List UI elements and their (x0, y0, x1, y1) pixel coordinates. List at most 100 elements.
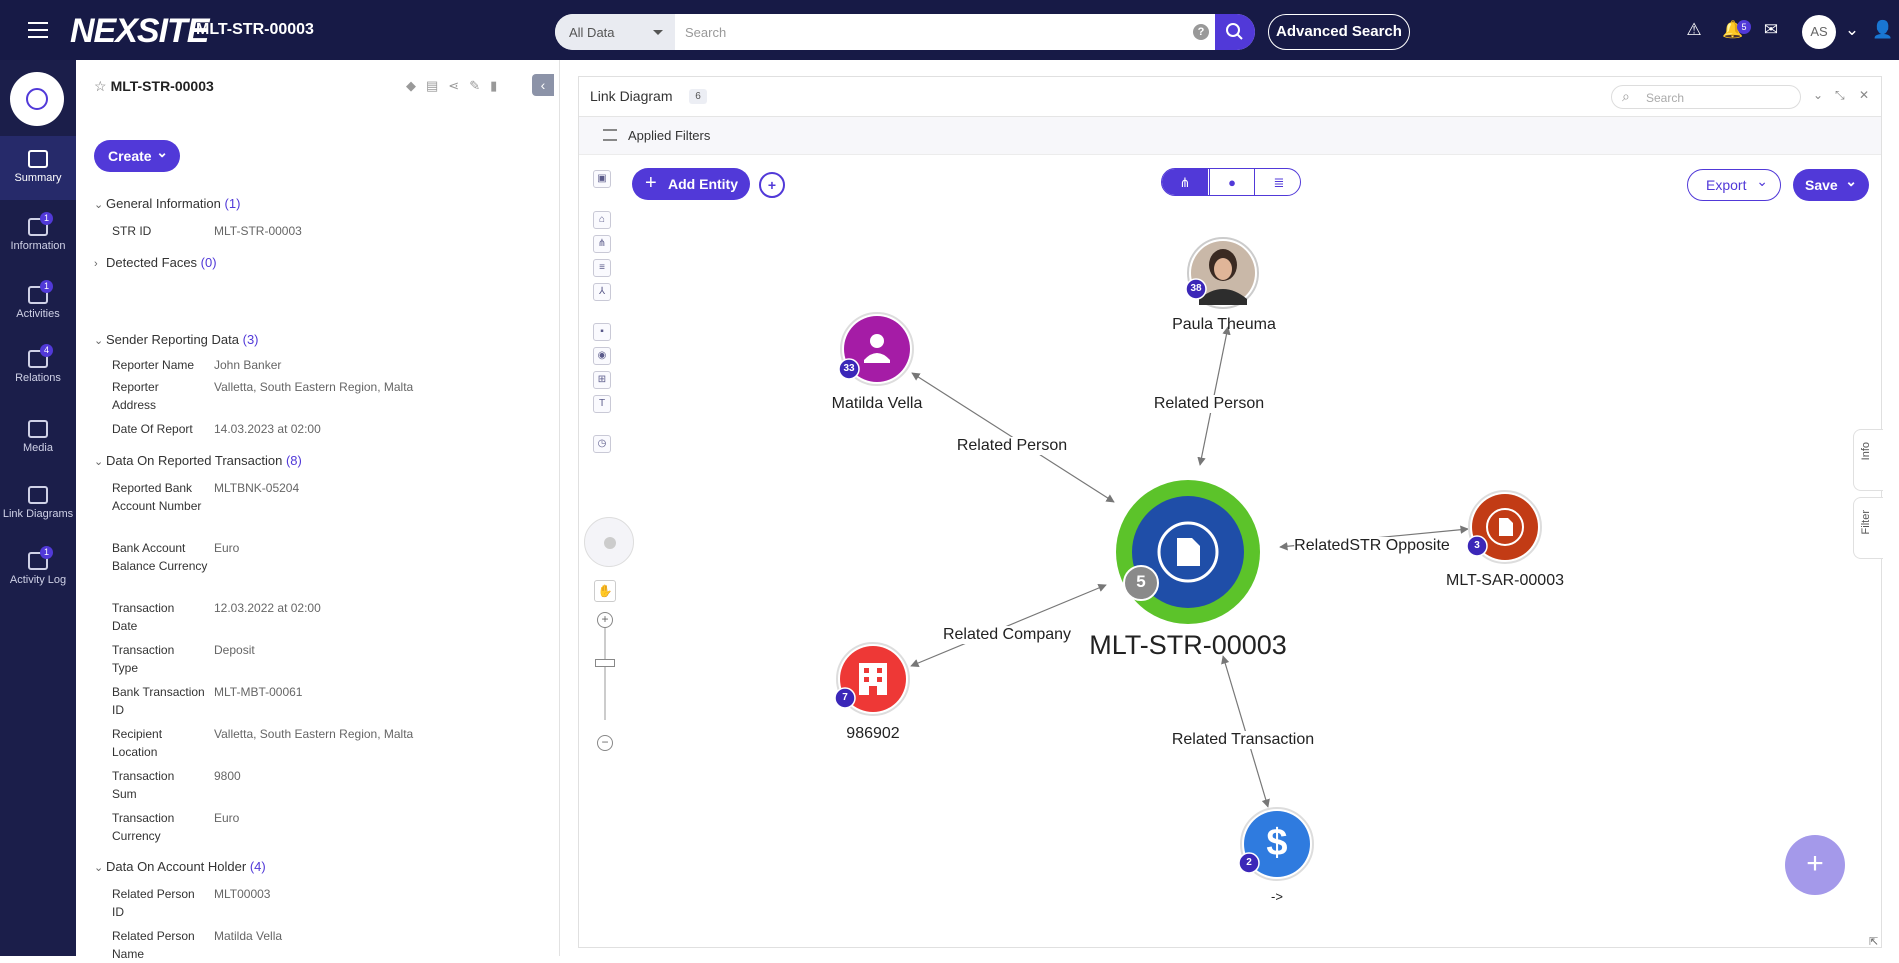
search-input[interactable] (685, 22, 1185, 42)
book-icon[interactable]: ▤ (426, 78, 449, 93)
minimize-icon[interactable]: ⤡ (1835, 88, 1845, 102)
chevron-down-icon[interactable]: ⌄ (1844, 20, 1860, 39)
node-badge: 33 (843, 363, 855, 374)
node-label: MLT-SAR-00003 (1446, 572, 1564, 589)
field-label: Transaction Date (112, 601, 175, 633)
field-value: 14.03.2023 at 02:00 (214, 422, 321, 436)
zoom-out-button[interactable]: − (597, 735, 613, 751)
chevron-down-icon: ⌄ (94, 335, 104, 347)
add-fab-button[interactable]: + (1785, 835, 1845, 895)
document-icon (1499, 518, 1513, 536)
panel-toolbar: ◆▤⋖✎▮ (406, 78, 507, 94)
text-size-icon[interactable]: T (593, 395, 611, 413)
graph-view-button[interactable]: ⋔ (1162, 169, 1208, 195)
activity-icon (28, 286, 48, 304)
applied-filters-bar[interactable]: Applied Filters (579, 117, 1881, 155)
section-title: Data On Account Holder (106, 859, 247, 874)
contact-card-icon[interactable]: ▣ (593, 170, 611, 188)
document-icon (1177, 538, 1200, 566)
star-icon[interactable]: ☆ (94, 78, 107, 94)
diagram-search-input[interactable]: Search (1611, 85, 1801, 109)
export-button[interactable]: Export (1687, 166, 1781, 201)
warning-icon[interactable]: ⚠ (1686, 20, 1702, 39)
section-sender-reporting-data[interactable]: ⌄Sender Reporting Data (3) (94, 332, 259, 347)
save-button[interactable]: Save (1793, 165, 1869, 201)
resize-handle-icon[interactable]: ⇱ (1869, 936, 1879, 948)
view-switcher: ⋔ ● ≣ (1161, 168, 1301, 196)
clock-icon[interactable]: ◷ (593, 435, 611, 453)
sliders-icon[interactable]: ≡ (593, 259, 611, 277)
field-value: Euro (214, 541, 240, 555)
list-view-button[interactable]: ≣ (1273, 175, 1285, 190)
eye-icon[interactable]: ◉ (593, 347, 611, 365)
section-data-on-account-holder[interactable]: ⌄Data On Account Holder (4) (94, 859, 266, 874)
sidebar-badge: 1 (40, 280, 53, 293)
home-icon[interactable]: ⌂ (593, 211, 611, 229)
edit-icon[interactable]: ✎ (469, 78, 491, 93)
hand-icon[interactable]: ✋ (594, 580, 616, 602)
close-icon[interactable]: ✕ (1859, 88, 1870, 102)
hierarchy-icon[interactable]: ⋔ (593, 235, 611, 253)
diagram-count-badge: 6 (689, 89, 707, 104)
diagram-title: Link Diagram (590, 88, 673, 104)
zoom-slider-thumb[interactable] (595, 659, 615, 667)
add-box-button[interactable]: + (759, 172, 785, 198)
field-label: Recipient Location (112, 727, 163, 759)
app-logo[interactable]: NEXSITE (70, 12, 209, 50)
node-center[interactable] (1116, 480, 1260, 624)
edge-label: Related Person (1153, 395, 1265, 413)
help-icon[interactable]: ? (1193, 24, 1209, 40)
graph-canvas[interactable] (579, 77, 1883, 949)
image-icon[interactable]: ▪ (593, 323, 611, 341)
node-badge: 38 (1190, 283, 1202, 294)
create-button[interactable]: Create (94, 136, 180, 172)
node-986902[interactable] (834, 642, 910, 716)
chevron-right-icon: › (94, 258, 98, 270)
chevron-down-icon[interactable]: ⌄ (1813, 88, 1824, 102)
field-label: Related Person ID (112, 887, 195, 919)
edge-related-company[interactable] (910, 584, 1107, 667)
avatar[interactable]: AS (1802, 15, 1836, 49)
node-matilda-vella[interactable] (838, 312, 914, 386)
map-view-button[interactable]: ● (1209, 169, 1255, 195)
chevron-down-icon: ⌄ (94, 862, 104, 874)
user-icon[interactable]: 👤 (1872, 20, 1894, 39)
advanced-search-button[interactable]: Advanced Search (1268, 14, 1410, 50)
section-data-on-reported-transaction[interactable]: ⌄Data On Reported Transaction (8) (94, 453, 302, 468)
section-detected-faces[interactable]: ›Detected Faces (0) (94, 255, 217, 270)
node-transaction[interactable] (1238, 807, 1314, 881)
node-label: Matilda Vella (831, 395, 923, 412)
sidebar-item-link-diagrams[interactable]: Link Diagrams (0, 472, 76, 536)
filter-tab[interactable]: Filter (1853, 497, 1883, 559)
pan-control[interactable] (584, 517, 634, 567)
node-mlt-sar-00003[interactable] (1466, 490, 1542, 564)
mail-icon[interactable]: ✉ (1763, 20, 1779, 39)
menu-icon[interactable] (28, 22, 48, 38)
search-scope-select[interactable]: All Data (555, 14, 675, 50)
entity-type-icon[interactable] (10, 72, 64, 126)
sidebar-item-media[interactable]: Media (0, 406, 76, 470)
delete-icon[interactable]: ▮ (490, 78, 508, 93)
add-box-icon[interactable]: ⊞ (593, 371, 611, 389)
section-general-information[interactable]: ⌄General Information (1) (94, 196, 240, 211)
node-paula-theuma[interactable] (1185, 237, 1259, 309)
merge-icon[interactable]: ⅄ (593, 283, 611, 301)
field-value: Valletta, South Eastern Region, Malta (214, 727, 414, 741)
search-button[interactable] (1215, 14, 1255, 50)
dollar-icon: $ (1266, 822, 1288, 864)
field-label: STR ID (112, 224, 152, 238)
tag-icon[interactable]: ◆ (406, 78, 426, 93)
history-icon (28, 552, 48, 570)
share-icon[interactable]: ⋖ (448, 78, 470, 93)
add-entity-button[interactable]: Add Entity (632, 167, 750, 200)
sidebar-item-summary[interactable]: Summary (0, 136, 76, 200)
collapse-panel-button[interactable]: ‹ (532, 74, 554, 96)
chevron-down-icon: ⌄ (94, 456, 104, 468)
zoom-in-button[interactable]: + (597, 612, 613, 628)
info-tab[interactable]: Info (1853, 429, 1883, 491)
page-title: MLT-STR-00003 (196, 21, 314, 38)
